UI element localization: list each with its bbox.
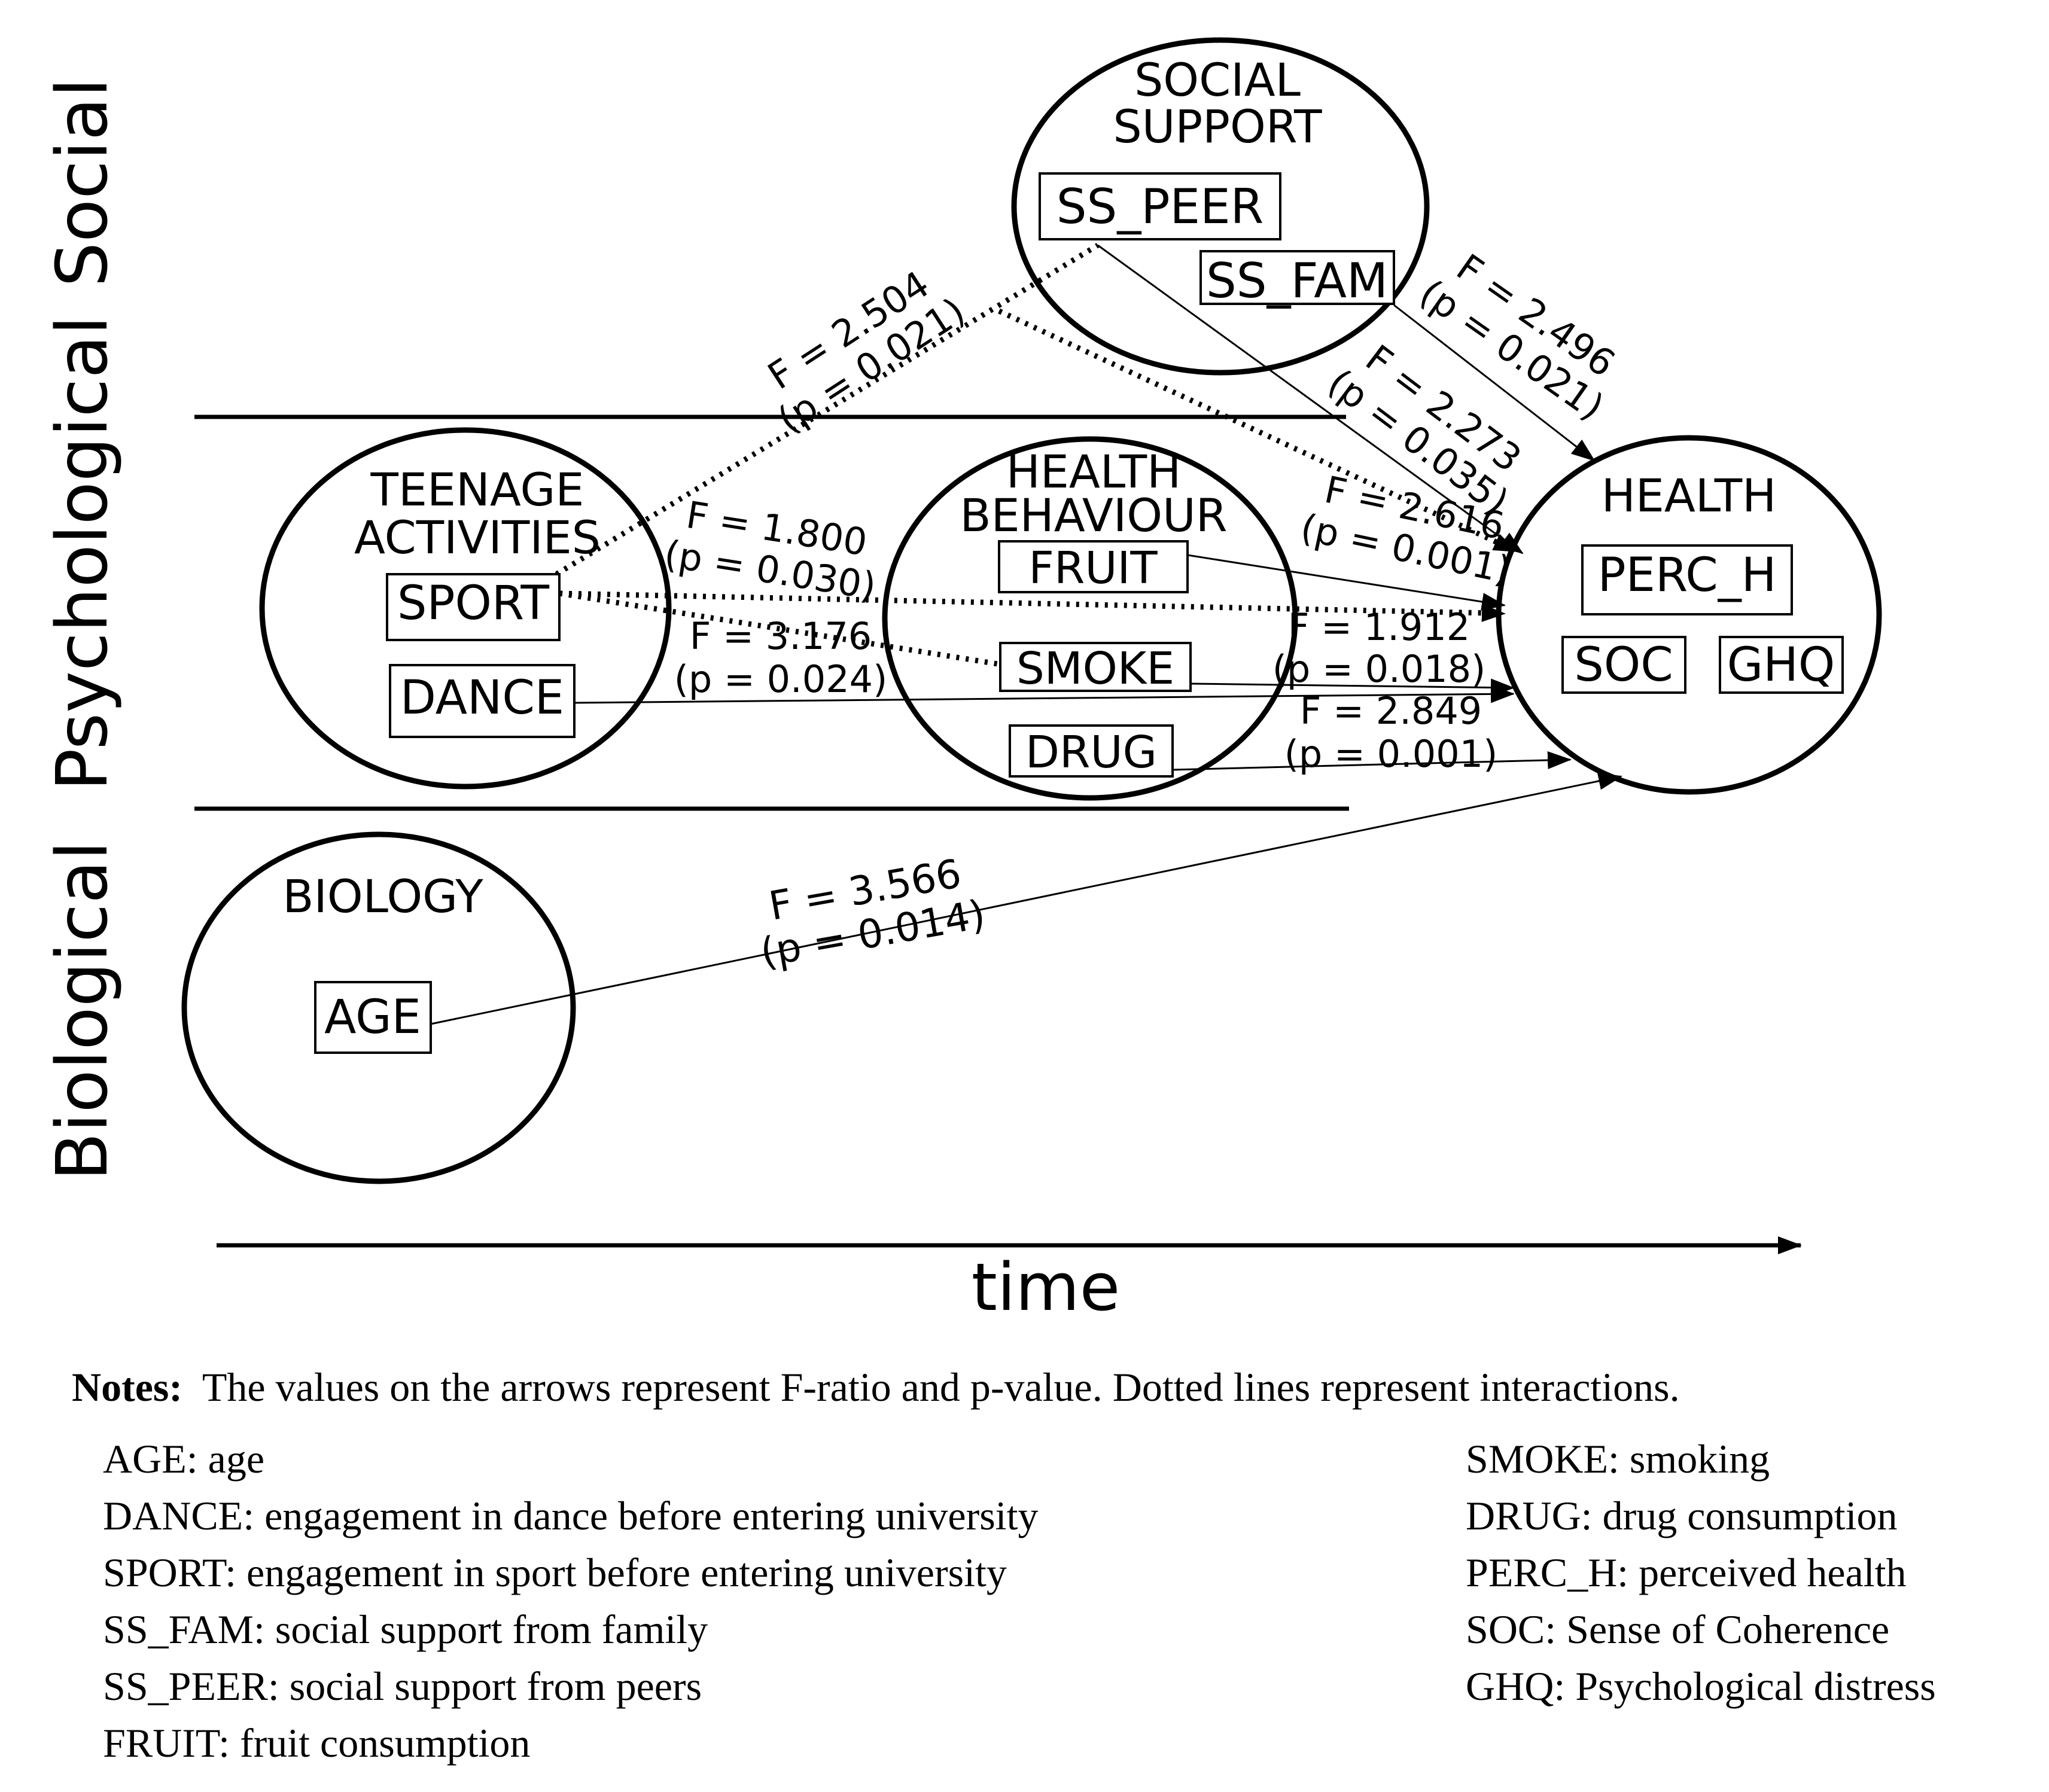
var-box-soc: SOC bbox=[1561, 636, 1686, 694]
var-label-dance: DANCE bbox=[400, 671, 564, 725]
edges bbox=[430, 243, 1622, 1025]
edge-label-age-health: F = 3.566 (p = 0.014) bbox=[757, 851, 988, 976]
edge-drug-health bbox=[1172, 751, 1572, 771]
group-biology bbox=[181, 831, 576, 1184]
edge-sport-health-dotted bbox=[559, 590, 1490, 616]
band-label-biological: Biological bbox=[41, 841, 123, 1181]
group-title-health-behaviour-1: HEALTH bbox=[1006, 445, 1182, 498]
group-title-social-support-1: SOCIAL bbox=[1134, 53, 1301, 106]
edge-ss-fam-health bbox=[1393, 304, 1596, 462]
edge-label-f: F = 2.849 bbox=[1300, 689, 1482, 733]
edge-label-p: (p = 0.001) bbox=[1284, 732, 1498, 776]
edge-ss-peer-health bbox=[1097, 244, 1524, 554]
var-label-drug: DRUG bbox=[1025, 727, 1157, 778]
var-label-ss-peer: SS_PEER bbox=[1057, 179, 1264, 234]
var-box-ss-peer: SS_PEER bbox=[1039, 172, 1281, 240]
edge-sport-health-dotted-head bbox=[1481, 604, 1506, 622]
group-teenage-activities bbox=[259, 427, 672, 790]
var-label-ghq: GHQ bbox=[1727, 638, 1835, 692]
var-box-perc-h: PERC_H bbox=[1581, 544, 1793, 615]
var-box-ss-fam: SS_FAM bbox=[1199, 250, 1395, 309]
edge-label-drug-health: F = 2.849 (p = 0.001) bbox=[1284, 689, 1498, 776]
edge-fruit-health bbox=[1187, 554, 1506, 611]
edge-dance-health bbox=[574, 685, 1515, 704]
band-label-social: Social bbox=[41, 78, 123, 287]
edge-label-smoke-health: F = 1.912 (p = 0.018) bbox=[1272, 605, 1486, 691]
var-label-ss-fam: SS_FAM bbox=[1206, 253, 1388, 309]
edge-label-p: (p = 0.018) bbox=[1272, 647, 1486, 691]
var-label-age: AGE bbox=[324, 991, 421, 1044]
group-title-health-behaviour-2: BEHAVIOUR bbox=[960, 489, 1227, 542]
var-box-sport: SPORT bbox=[386, 573, 561, 641]
edge-label-f: F = 3.176 bbox=[690, 614, 872, 658]
edge-ss-peer-health-dotted bbox=[998, 308, 1509, 550]
edge-smoke-health bbox=[1190, 678, 1515, 697]
var-box-smoke: SMOKE bbox=[999, 642, 1192, 694]
var-label-fruit: FRUIT bbox=[1028, 543, 1158, 594]
group-health-behaviour bbox=[882, 436, 1298, 801]
group-title-teenage-activities-2: ACTIVITIES bbox=[354, 511, 601, 564]
var-box-drug: DRUG bbox=[1009, 724, 1174, 778]
var-box-fruit: FRUIT bbox=[998, 540, 1189, 594]
band-label-psychological: Psychological bbox=[41, 316, 123, 791]
var-box-dance: DANCE bbox=[389, 664, 576, 738]
var-label-soc: SOC bbox=[1574, 638, 1673, 692]
group-title-health: HEALTH bbox=[1602, 469, 1777, 522]
var-label-sport: SPORT bbox=[397, 577, 549, 630]
edge-label-sport-ss-peer: F = 2.504 (p = 0.021) bbox=[760, 262, 973, 441]
group-title-biology: BIOLOGY bbox=[282, 870, 483, 923]
edge-sport-ss-peer bbox=[555, 243, 1100, 577]
time-axis-label: time bbox=[972, 1249, 1121, 1325]
edge-label-p: (p = 0.024) bbox=[674, 657, 888, 701]
var-box-age: AGE bbox=[314, 981, 432, 1054]
var-label-perc-h: PERC_H bbox=[1598, 548, 1777, 602]
var-label-smoke: SMOKE bbox=[1016, 643, 1174, 694]
group-title-teenage-activities-1: TEENAGE bbox=[370, 463, 584, 516]
var-box-ghq: GHQ bbox=[1719, 636, 1844, 694]
edge-sport-smoke-dotted bbox=[559, 590, 1006, 668]
edge-label-f: F = 1.912 bbox=[1288, 605, 1470, 649]
group-title-social-support-2: SUPPORT bbox=[1113, 100, 1322, 153]
edge-age-health bbox=[430, 772, 1622, 1025]
edge-label-sport-health: F = 1.800 (p = 0.030) bbox=[662, 493, 879, 608]
group-social-support bbox=[1011, 37, 1430, 376]
edge-label-dance-health: F = 3.176 (p = 0.024) bbox=[674, 614, 888, 701]
